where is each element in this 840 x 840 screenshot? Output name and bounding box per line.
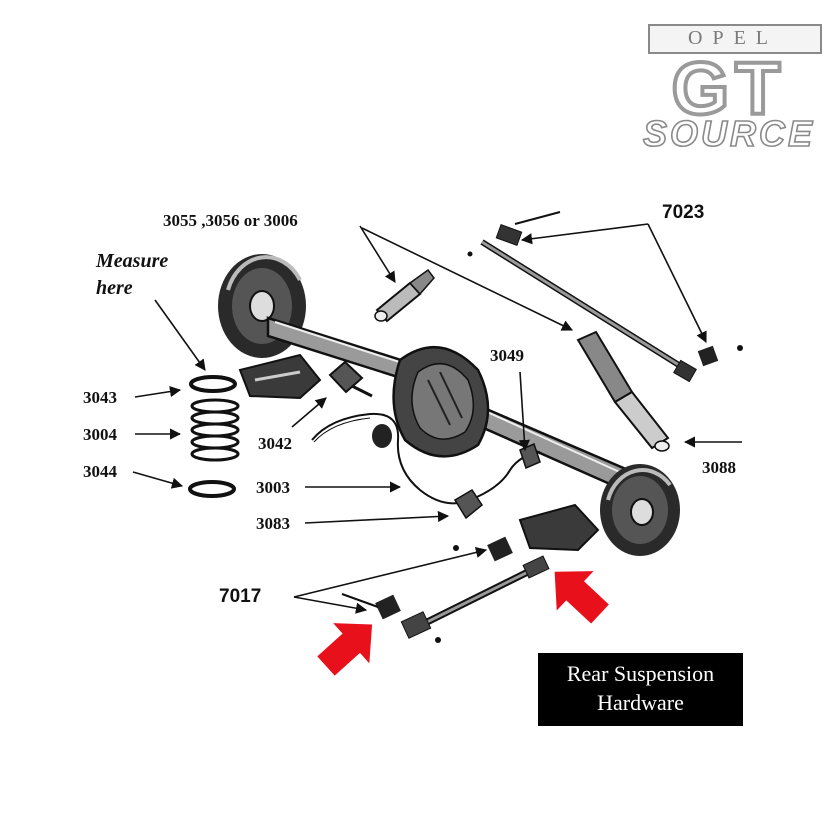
left-spring-seat xyxy=(238,353,322,400)
leader-3083 xyxy=(304,510,450,524)
logo-opel-text: OPEL xyxy=(688,27,778,49)
coil-spring-stack xyxy=(188,375,240,498)
label-3083: 3083 xyxy=(256,514,290,533)
leader-lines xyxy=(132,223,742,614)
measure-line1: Measure xyxy=(96,250,169,272)
caption-line2: Hardware xyxy=(597,690,684,715)
shock-absorber-loose xyxy=(374,268,435,323)
brake-line-clip xyxy=(453,488,484,520)
upper-arm-bracket xyxy=(328,360,364,394)
label-3042: 3042 xyxy=(258,434,292,453)
leader-7023-bottom xyxy=(647,223,707,344)
lower-control-arm xyxy=(341,536,550,643)
leader-measure xyxy=(154,299,206,371)
red-arrow-right xyxy=(554,571,609,624)
leader-7017-rear xyxy=(293,546,488,598)
coil-spring xyxy=(190,398,240,462)
label-3049: 3049 xyxy=(490,346,524,365)
opel-gt-source-logo: OPEL GT SOURCE xyxy=(634,24,824,159)
differential-housing xyxy=(372,345,490,458)
leader-3042 xyxy=(291,397,327,428)
right-spring-seat xyxy=(518,503,600,552)
upper-arm-link xyxy=(351,384,373,398)
label-3004: 3004 xyxy=(83,425,117,444)
spring-insulator-upper xyxy=(189,375,237,393)
shock-absorber-mounted xyxy=(576,330,670,452)
caption-line1: Rear Suspension xyxy=(566,661,715,686)
brake-line xyxy=(311,412,541,505)
label-shocks: 3055 ,3056 or 3006 xyxy=(163,211,298,230)
label-3044: 3044 xyxy=(83,462,117,481)
red-arrow-left xyxy=(317,623,373,676)
label-3088: 3088 xyxy=(702,458,736,477)
logo-frame xyxy=(648,24,822,54)
spring-insulator-lower xyxy=(188,480,236,498)
right-brake-drum xyxy=(600,464,680,556)
red-callout-arrows xyxy=(317,571,609,676)
leader-shocks-mounted xyxy=(361,227,574,331)
measure-here-note: Measure here xyxy=(96,248,168,302)
leader-7023-top xyxy=(520,223,649,245)
leader-7017-front xyxy=(293,596,368,614)
leader-3044 xyxy=(132,471,184,489)
leader-3049 xyxy=(518,371,530,452)
measure-line2: here xyxy=(96,277,133,299)
label-3043: 3043 xyxy=(83,388,117,407)
logo-source-text: SOURCE xyxy=(642,113,816,154)
logo-gt-text: GT xyxy=(670,47,787,130)
label-7023: 7023 xyxy=(662,202,705,223)
leader-shocks-loose xyxy=(359,225,396,283)
label-3003: 3003 xyxy=(256,478,290,497)
label-7017: 7017 xyxy=(219,586,262,607)
panhard-rod xyxy=(467,211,743,383)
caption-box: Rear Suspension Hardware xyxy=(538,653,743,726)
leader-3043 xyxy=(134,386,182,398)
